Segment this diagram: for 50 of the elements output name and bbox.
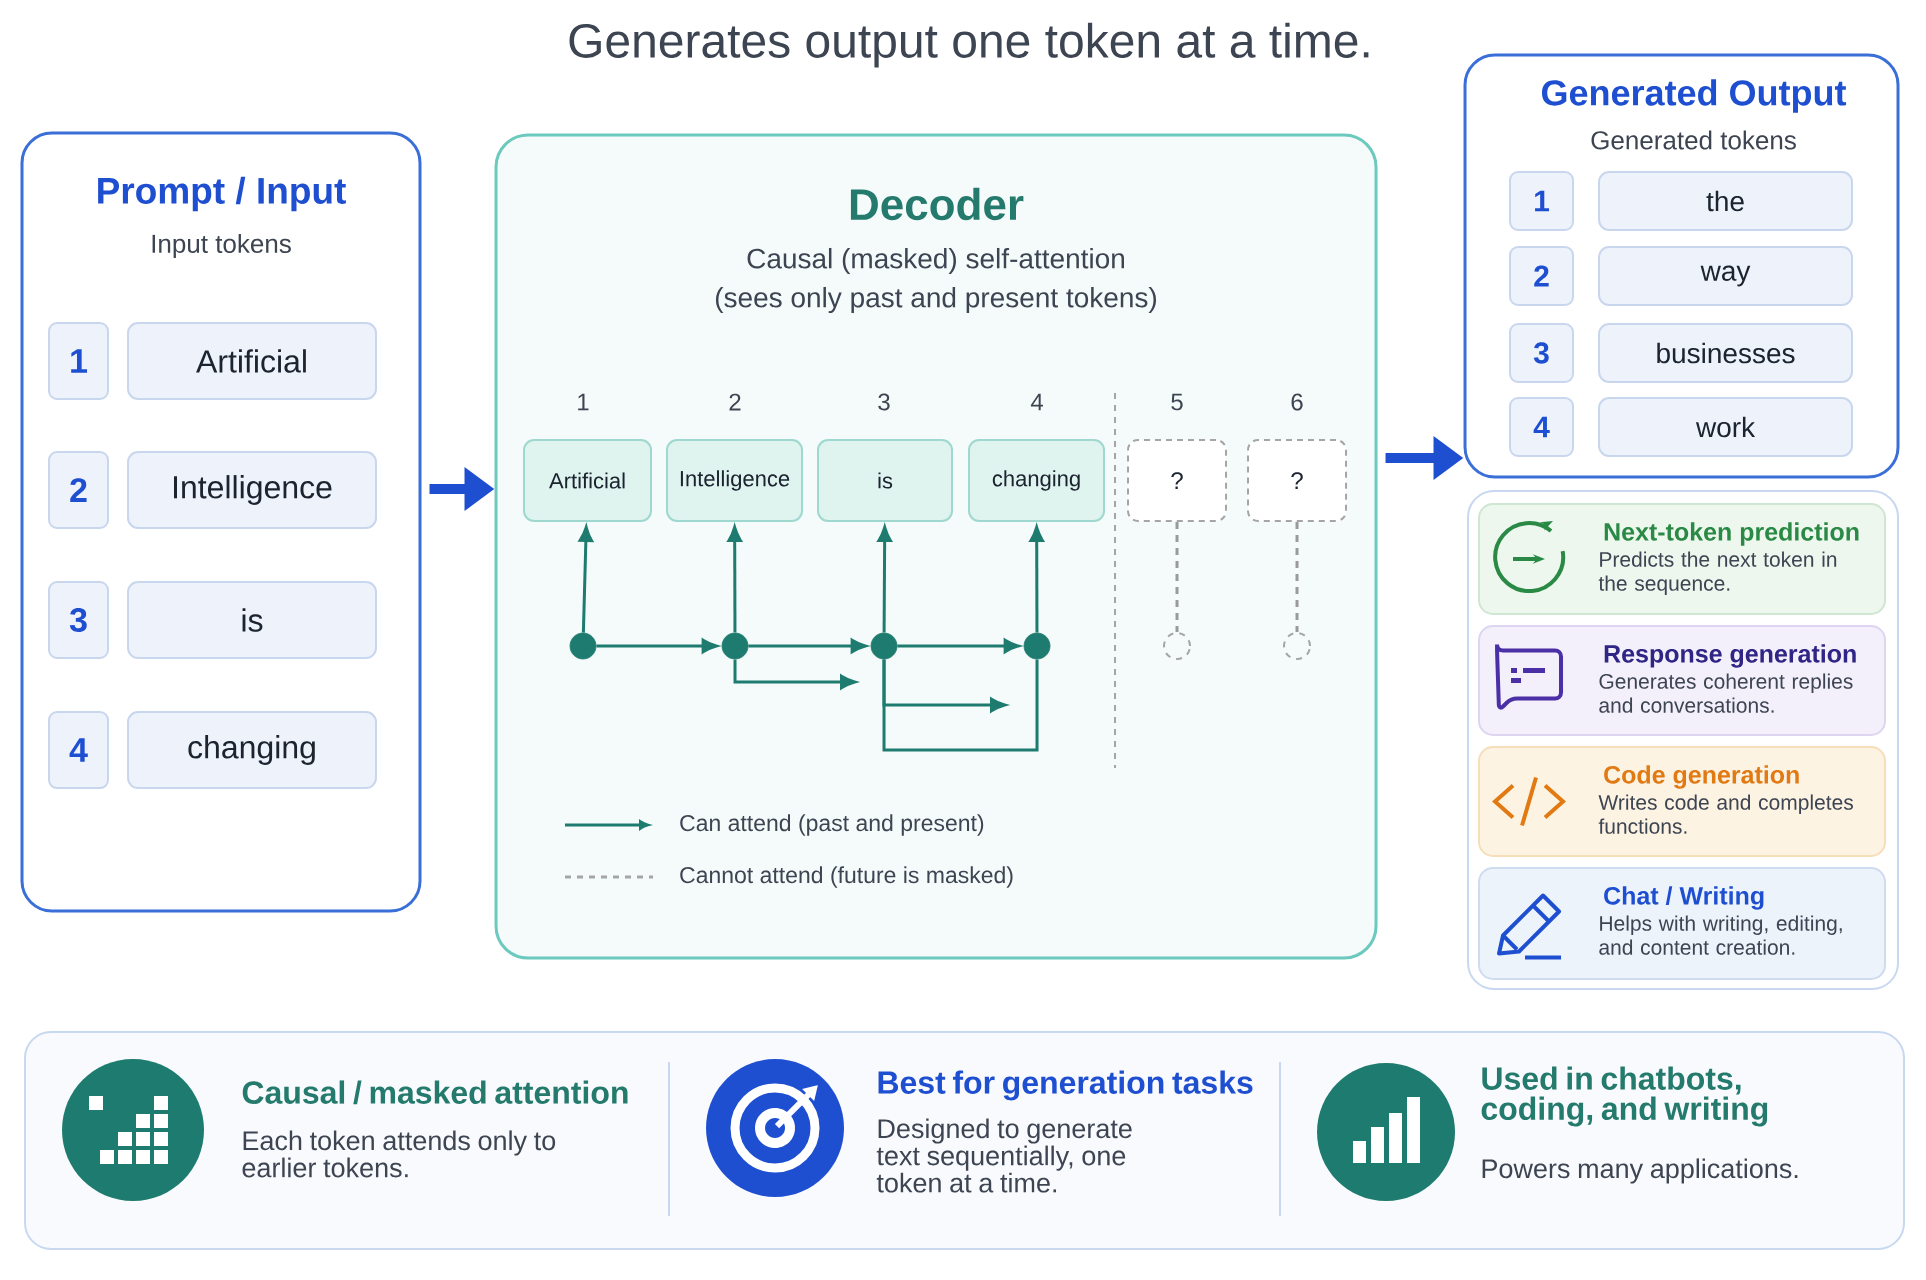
token-box: Artificial xyxy=(523,439,652,522)
number-badge: 3 xyxy=(48,581,109,659)
capability-card: Chat / Writing Helps with writing, editing, and content creation. xyxy=(1478,867,1887,980)
number-badge: 4 xyxy=(48,711,109,789)
feature-heading: Used in chatbots, coding, and writing xyxy=(1481,1066,1768,1127)
legend-text: Cannot attend (future is masked) xyxy=(680,866,1013,888)
capability-card: Next-token prediction Predicts the next token in the sequence. xyxy=(1478,503,1887,615)
token-box: Intelligence xyxy=(666,439,803,522)
title: Generates output one token at a time. xyxy=(569,22,1369,68)
capability-card: Response generation Generates coherent replies and conversations. xyxy=(1478,625,1887,736)
feature-heading: Best for generation tasks xyxy=(878,1070,1253,1101)
token-box: Intelligence xyxy=(127,451,377,529)
column-number: 5 xyxy=(1171,393,1183,411)
connector-line xyxy=(1295,522,1299,632)
attention-dot xyxy=(721,632,749,660)
token-box: Artificial xyxy=(127,322,377,400)
number-badge: 2 xyxy=(48,451,109,529)
number-badge: 1 xyxy=(1509,171,1574,231)
masked-token-box: ? xyxy=(1127,439,1227,522)
feature-heading: Causal / masked attention xyxy=(242,1080,628,1105)
connector-line xyxy=(1175,522,1179,632)
column-number: 4 xyxy=(1030,393,1043,411)
number-badge: 1 xyxy=(48,322,109,400)
connector-line xyxy=(882,659,1039,752)
number-badge: 2 xyxy=(1509,246,1574,306)
number-badge: 4 xyxy=(1509,397,1574,457)
token-box: way xyxy=(1598,246,1853,306)
attention-dot xyxy=(870,632,898,660)
token-box: businesses xyxy=(1598,323,1853,383)
token-box: work xyxy=(1598,397,1853,457)
column-number: 1 xyxy=(578,393,589,411)
column-number: 3 xyxy=(878,393,890,411)
capability-card: Code generation Writes code and completes functions. xyxy=(1478,746,1887,857)
token-box: changing xyxy=(127,711,377,789)
legend-text: Can attend (past and present) xyxy=(680,814,984,836)
number-badge: 3 xyxy=(1509,323,1574,383)
column-number: 6 xyxy=(1291,393,1303,411)
feature-text: Designed to generate text sequentially, one token at a time. xyxy=(876,1118,1132,1193)
column-number: 2 xyxy=(729,393,741,411)
token-box: is xyxy=(817,439,953,522)
feature-text: Each token attends only to earlier tokens. xyxy=(242,1130,556,1178)
attention-dot xyxy=(1023,632,1051,660)
token-box: the xyxy=(1598,171,1853,231)
feature-text: Powers many applications. xyxy=(1482,1158,1798,1184)
masked-dot xyxy=(1283,632,1311,660)
attention-dot xyxy=(569,632,597,660)
token-box: changing xyxy=(968,439,1105,522)
token-box: is xyxy=(127,581,377,659)
masked-dot xyxy=(1163,632,1191,660)
masked-token-box: ? xyxy=(1247,439,1347,522)
